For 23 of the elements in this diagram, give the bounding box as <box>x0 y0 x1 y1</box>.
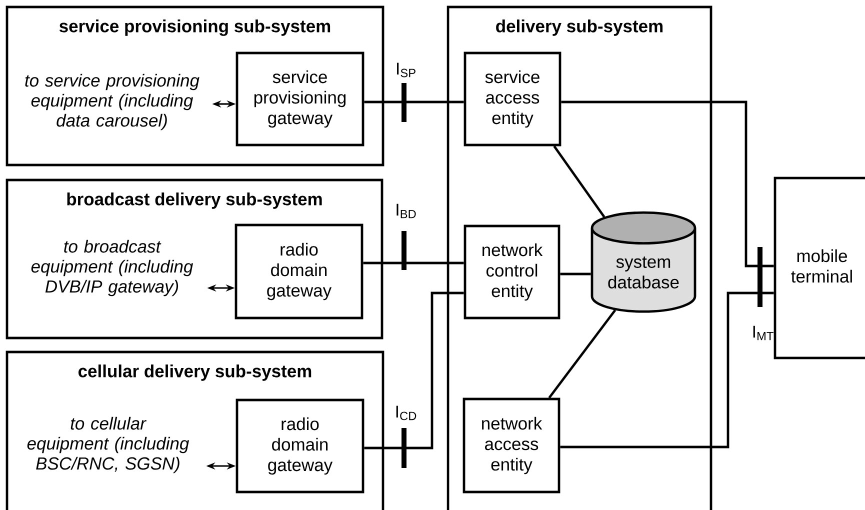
database-cylinder: system database <box>590 211 696 313</box>
connector-line <box>363 262 464 264</box>
connector-line <box>548 309 616 399</box>
interface-label: I$_{CD}$ <box>396 406 416 420</box>
entity-box: service access entity <box>464 52 562 146</box>
interface-label: I$_{SP}$ <box>397 62 416 78</box>
entity-box: radio domain gateway <box>236 398 364 494</box>
entity-box: radio domain gateway <box>234 224 364 320</box>
connector-line <box>364 292 464 450</box>
entity-box: network access entity <box>462 398 560 494</box>
interface-label: I$_{BD}$ <box>396 204 416 218</box>
entity-box: network control entity <box>464 224 560 320</box>
note-text: to cellular equipment (including BSC/RNC, SGSN) <box>27 416 190 474</box>
connector-line <box>560 292 774 448</box>
terminal-box: mobile terminal <box>774 176 865 360</box>
entity-box: service provisioning gateway <box>236 52 364 146</box>
interface-label: I$_{MT}$ <box>753 326 774 340</box>
connector-line <box>560 272 591 276</box>
connector-line <box>561 100 774 268</box>
note-text: to service provisioning equipment (including data carousel) <box>25 74 200 130</box>
connector-line <box>553 146 606 218</box>
connector-line <box>364 100 464 104</box>
note-text: to broadcast equipment (including DVB/IP gateway) <box>31 240 194 296</box>
